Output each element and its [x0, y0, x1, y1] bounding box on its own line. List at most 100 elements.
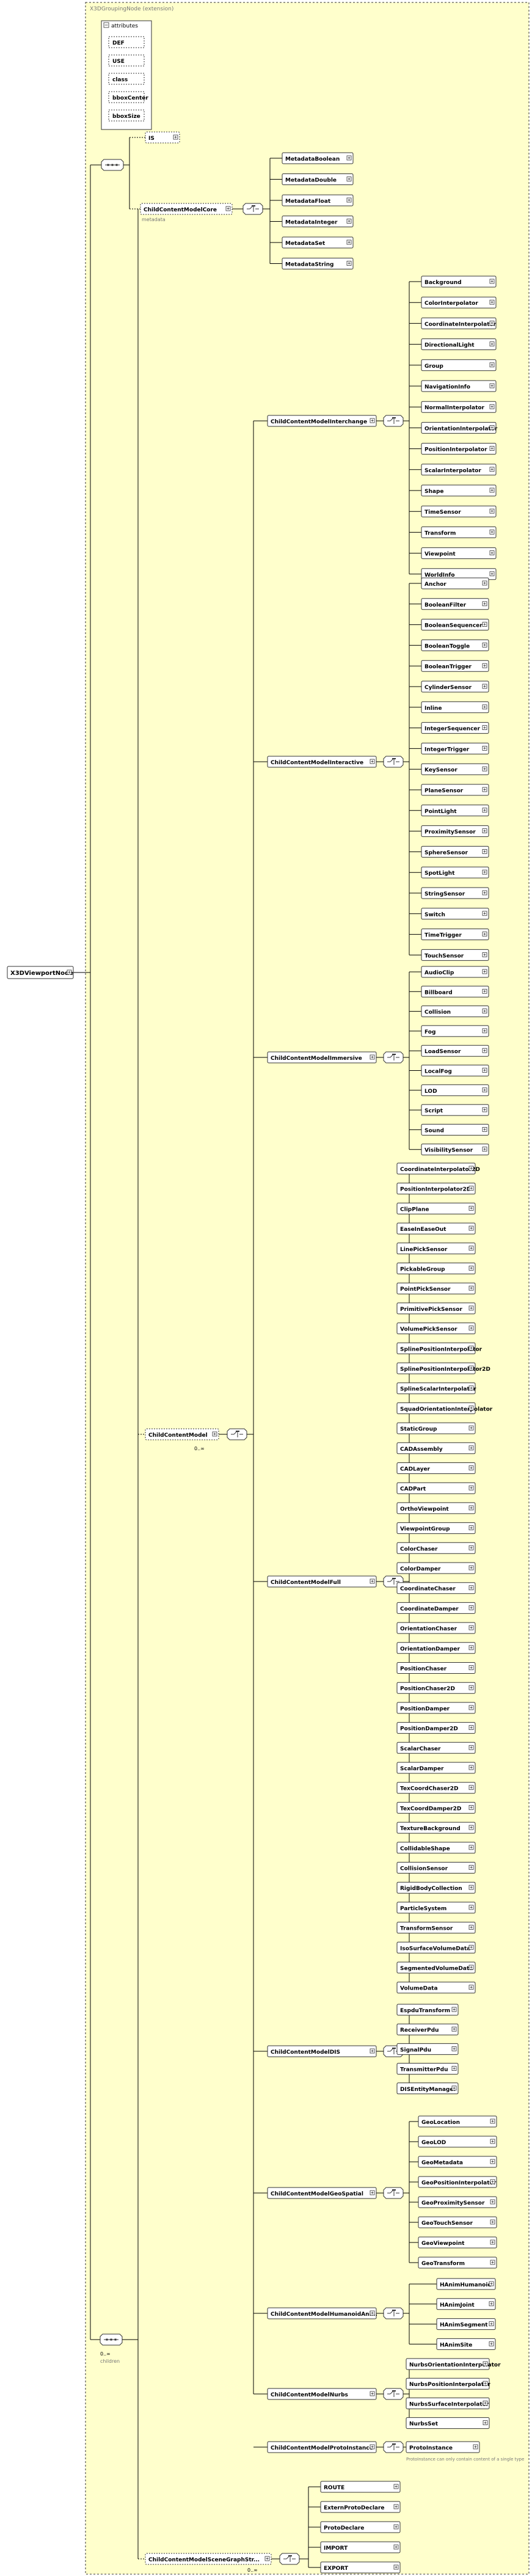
element-scalarinterpolator[interactable]: ScalarInterpolator — [421, 464, 497, 476]
element-cadpart[interactable]: CADPart — [396, 1482, 476, 1494]
element-collidableshape[interactable]: CollidableShape — [396, 1842, 476, 1854]
element-cylindersensor[interactable]: CylinderSensor — [421, 680, 489, 693]
element-group[interactable]: Group — [421, 359, 497, 371]
element-pointpicksensor[interactable]: PointPickSensor — [396, 1282, 476, 1294]
element-espdutransform[interactable]: EspduTransform — [396, 2004, 459, 2016]
element-route[interactable]: ROUTE — [320, 2481, 401, 2493]
element-spotlight[interactable]: SpotLight — [421, 866, 489, 878]
element-transformsensor[interactable]: TransformSensor — [396, 1922, 476, 1934]
element-keysensor[interactable]: KeySensor — [421, 763, 489, 775]
element-orientationchaser[interactable]: OrientationChaser — [396, 1622, 476, 1634]
element-segmentedvolumedata[interactable]: SegmentedVolumeData — [396, 1961, 476, 1974]
is-element[interactable]: IS — [145, 131, 180, 144]
element-geolocation[interactable]: GeoLocation — [418, 2115, 497, 2128]
element-volumedata[interactable]: VolumeData — [396, 1982, 476, 1994]
attribute-use[interactable]: USE — [108, 54, 145, 67]
element-switch[interactable]: Switch — [421, 908, 489, 920]
attribute-bboxsize[interactable]: bboxSize — [108, 109, 145, 122]
element-lod[interactable]: LOD — [421, 1084, 489, 1096]
element-booleanfilter[interactable]: BooleanFilter — [421, 598, 489, 610]
element-booleansequencer[interactable]: BooleanSequencer — [421, 619, 489, 631]
element-coordinatedamper[interactable]: CoordinateDamper — [396, 1602, 476, 1614]
element-audioclip[interactable]: AudioClip — [421, 966, 489, 978]
element-geolod[interactable]: GeoLOD — [418, 2136, 497, 2148]
element-localfog[interactable]: LocalFog — [421, 1065, 489, 1076]
element-geoviewpoint[interactable]: GeoViewpoint — [418, 2236, 497, 2249]
element-easeineaseout[interactable]: EaseInEaseOut — [396, 1222, 476, 1235]
element-pickablegroup[interactable]: PickableGroup — [396, 1263, 476, 1274]
element-splinepositioninterpolator2d[interactable]: SplinePositionInterpolator2D — [396, 1362, 490, 1374]
element-metadatainteger[interactable]: MetadataInteger — [282, 216, 354, 227]
element-viewpointgroup[interactable]: ViewpointGroup — [396, 1522, 476, 1534]
attribute-class[interactable]: class — [108, 73, 145, 85]
element-signalpdu[interactable]: SignalPdu — [396, 2043, 459, 2055]
group-childcontentmodelfull[interactable]: ChildContentModelFull — [267, 1575, 377, 1588]
element-export[interactable]: EXPORT — [320, 2561, 401, 2574]
element-rigidbodycollection[interactable]: RigidBodyCollection — [396, 1881, 476, 1894]
element-normalinterpolator[interactable]: NormalInterpolator — [421, 401, 497, 413]
group-childcontentmodelimmersive[interactable]: ChildContentModelImmersive — [267, 1051, 377, 1064]
element-isosurfacevolumedata[interactable]: IsoSurfaceVolumeData — [396, 1941, 476, 1954]
element-background[interactable]: Background — [421, 275, 497, 288]
element-coordinatechaser[interactable]: CoordinateChaser — [396, 1582, 476, 1594]
element-colorinterpolator[interactable]: ColorInterpolator — [421, 296, 497, 308]
element-positiondamper2d[interactable]: PositionDamper2D — [396, 1722, 476, 1734]
element-texturebackground[interactable]: TextureBackground — [396, 1822, 476, 1834]
element-metadatastring[interactable]: MetadataString — [282, 258, 354, 269]
element-colorchaser[interactable]: ColorChaser — [396, 1542, 476, 1554]
element-positionchaser[interactable]: PositionChaser — [396, 1662, 476, 1674]
element-integersequencer[interactable]: IntegerSequencer — [421, 722, 489, 734]
root-element[interactable]: X3DViewportNode — [7, 966, 74, 979]
element-hanimsegment[interactable]: HAnimSegment — [436, 2318, 496, 2330]
element-scalarchaser[interactable]: ScalarChaser — [396, 1742, 476, 1754]
element-texcoordchaser2d[interactable]: TexCoordChaser2D — [396, 1782, 476, 1794]
group-childcontentmodelinterchange[interactable]: ChildContentModelInterchange — [267, 415, 377, 427]
element-geotouchsensor[interactable]: GeoTouchSensor — [418, 2216, 497, 2228]
element-proximitysensor[interactable]: ProximitySensor — [421, 825, 489, 837]
group-scene-graph-structure[interactable]: ChildContentModelSceneGraphStr... — [145, 2553, 272, 2565]
element-positionchaser2d[interactable]: PositionChaser2D — [396, 1682, 476, 1694]
element-squadorientationinterpolator[interactable]: SquadOrientationInterpolator — [396, 1402, 493, 1414]
element-primitivepicksensor[interactable]: PrimitivePickSensor — [396, 1302, 476, 1315]
element-booleantoggle[interactable]: BooleanToggle — [421, 639, 489, 651]
element-directionallight[interactable]: DirectionalLight — [421, 338, 497, 351]
element-metadataboolean[interactable]: MetadataBoolean — [282, 152, 354, 164]
group-childcontentmodelhumanoidani[interactable]: ChildContentModelHumanoidAni... — [267, 2307, 377, 2319]
element-transform[interactable]: Transform — [421, 526, 497, 538]
element-volumepicksensor[interactable]: VolumePickSensor — [396, 1323, 476, 1335]
element-cadassembly[interactable]: CADAssembly — [396, 1442, 476, 1454]
element-nurbssurfaceinterpolator[interactable]: NurbsSurfaceInterpolator — [406, 2397, 490, 2409]
element-inline[interactable]: Inline — [421, 701, 489, 713]
group-childcontentmodelnurbs[interactable]: ChildContentModelNurbs — [267, 2388, 377, 2400]
element-stringsensor[interactable]: StringSensor — [421, 887, 489, 899]
element-protodeclare[interactable]: ProtoDeclare — [320, 2521, 401, 2533]
group-childcontentmodelgeospatial[interactable]: ChildContentModelGeoSpatial — [267, 2187, 377, 2199]
element-timesensor[interactable]: TimeSensor — [421, 505, 497, 517]
element-transmitterpdu[interactable]: TransmitterPdu — [396, 2063, 459, 2075]
element-import[interactable]: IMPORT — [320, 2541, 401, 2553]
group-childcontentmodelinteractive[interactable]: ChildContentModelInteractive — [267, 756, 377, 768]
element-geometadata[interactable]: GeoMetadata — [418, 2156, 497, 2168]
element-timetrigger[interactable]: TimeTrigger — [421, 929, 489, 941]
element-touchsensor[interactable]: TouchSensor — [421, 949, 489, 961]
element-planesensor[interactable]: PlaneSensor — [421, 784, 489, 796]
group-childcontentmodelcore[interactable]: ChildContentModelCore — [140, 203, 233, 215]
element-worldinfo[interactable]: WorldInfo — [421, 568, 497, 580]
element-orientationdamper[interactable]: OrientationDamper — [396, 1642, 476, 1654]
element-particlesystem[interactable]: ParticleSystem — [396, 1902, 476, 1914]
element-orientationinterpolator[interactable]: OrientationInterpolator — [421, 421, 498, 434]
element-booleantrigger[interactable]: BooleanTrigger — [421, 660, 489, 672]
element-geoproximitysensor[interactable]: GeoProximitySensor — [418, 2196, 497, 2208]
element-metadataset[interactable]: MetadataSet — [282, 236, 354, 249]
element-colordamper[interactable]: ColorDamper — [396, 1562, 476, 1574]
group-childcontentmodeldis[interactable]: ChildContentModelDIS — [267, 2045, 377, 2057]
element-visibilitysensor[interactable]: VisibilitySensor — [421, 1144, 489, 1156]
element-externprotodeclare[interactable]: ExternProtoDeclare — [320, 2501, 401, 2513]
element-splinescalarinterpolator[interactable]: SplineScalarInterpolator — [396, 1382, 476, 1395]
element-receiverpdu[interactable]: ReceiverPdu — [396, 2023, 459, 2035]
element-clipplane[interactable]: ClipPlane — [396, 1202, 476, 1214]
element-billboard[interactable]: Billboard — [421, 985, 489, 998]
element-collisionsensor[interactable]: CollisionSensor — [396, 1862, 476, 1874]
element-hanimsite[interactable]: HAnimSite — [436, 2338, 496, 2350]
element-protoinstance[interactable]: ProtoInstance — [406, 2441, 480, 2453]
